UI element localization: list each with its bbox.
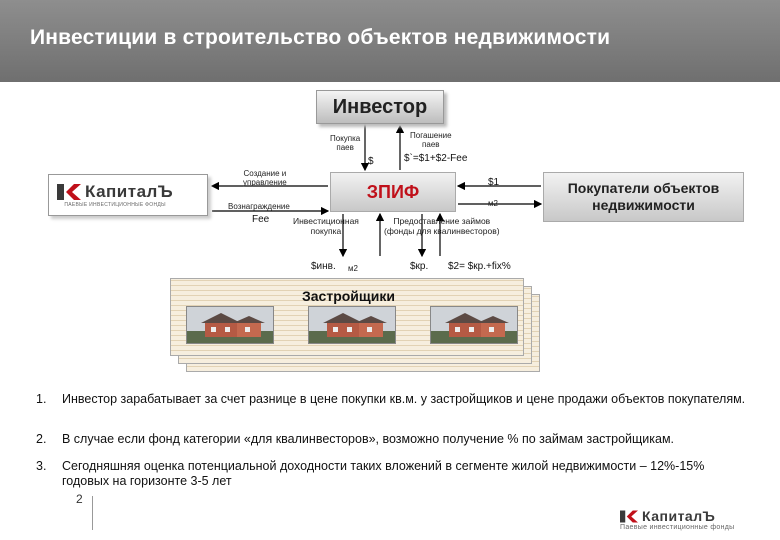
label-fee: Fee: [252, 214, 270, 225]
label-dollar: $: [368, 156, 374, 167]
list-item-number: 1.: [36, 392, 47, 406]
footer-logo-name: КапиталЪ: [642, 508, 716, 524]
investor-box: Инвестор: [316, 90, 444, 124]
divider: [92, 496, 93, 530]
buyers-box: Покупатели объектов недвижимости: [543, 172, 744, 222]
page-number: 2: [76, 492, 83, 506]
label-m2-right: м2: [488, 199, 498, 208]
house-image-3: [430, 306, 518, 344]
capital-logo-icon: [57, 184, 81, 200]
investment-diagram: Инвестор ЗПИФ Покупатели объектов недвиж…: [48, 90, 744, 372]
slide-title: Инвестиции в строительство объектов недв…: [30, 26, 611, 49]
slide-header: Инвестиции в строительство объектов недв…: [0, 0, 780, 82]
label-s1: $1: [488, 177, 500, 188]
capital-logo-box: КапиталЪ Паевые инвестиционные фонды: [48, 174, 208, 216]
list-item-number: 2.: [36, 432, 47, 446]
label-s-kr: $кр.: [410, 261, 429, 272]
capital-logo-subtitle: Паевые инвестиционные фонды: [64, 202, 166, 208]
list-item-text: Сегодняшняя оценка потенциальной доходно…: [62, 459, 705, 488]
label-s2-formula: $2= $кр.+fix%: [448, 261, 511, 272]
footer-logo-icon: [620, 510, 638, 522]
zpif-box: ЗПИФ: [330, 172, 456, 212]
diagram-arrows: [210, 124, 543, 258]
list-item-number: 3.: [36, 459, 47, 473]
developers-title: Застройщики: [302, 288, 395, 304]
label-redeem-formula: $`=$1+$2-Fee: [404, 153, 468, 164]
capital-logo-name: КапиталЪ: [85, 182, 174, 201]
label-s-inv: $инв.: [311, 261, 336, 272]
list-item-text: В случае если фонд категории «для квалин…: [62, 432, 675, 446]
house-image-2: [308, 306, 396, 344]
footer-logo: КапиталЪ Паевые инвестиционные фонды: [620, 508, 734, 531]
house-image-1: [186, 306, 274, 344]
label-m2-left: м2: [348, 264, 358, 273]
label-reward: Вознаграждение: [228, 202, 290, 211]
label-loans: Предоставление займов(фонды для квалинве…: [384, 216, 500, 236]
footer-logo-subtitle: Паевые инвестиционные фонды: [620, 524, 735, 531]
list-item-text: Инвестор зарабатывает за счет разнице в …: [62, 392, 746, 406]
